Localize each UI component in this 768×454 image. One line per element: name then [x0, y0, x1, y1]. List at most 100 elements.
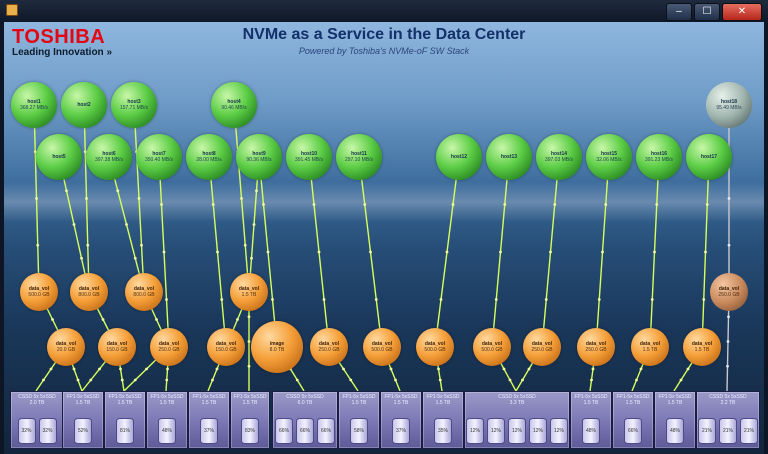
host-node[interactable]: host12: [436, 134, 482, 180]
link-dot: [727, 315, 730, 319]
host-node-label: host12: [450, 154, 468, 160]
link-dot: [166, 367, 169, 371]
link-dot: [80, 256, 83, 260]
storage-box-name: FP1-5x 5xSSD: [384, 394, 418, 400]
disk-cylinder-icon: 81%: [116, 418, 134, 444]
link-dot: [83, 150, 87, 154]
link-dot: [686, 367, 690, 371]
volume-node-sublabel: 250.0 GB: [318, 347, 340, 353]
disk-cylinder-icon: 12%: [508, 418, 526, 444]
link-dot: [503, 203, 507, 206]
storage-box-capacity: 1.5 TB: [393, 400, 409, 406]
link-dot: [705, 203, 709, 206]
maximize-button[interactable]: ☐: [694, 3, 720, 21]
link-dot: [591, 367, 595, 371]
host-node-sublabel: 391.45 MB/s: [294, 157, 324, 163]
link-dot: [252, 223, 256, 226]
volume-node-label: data_vol: [531, 341, 553, 347]
host-node-label: host8: [202, 151, 216, 157]
host-node-sublabel: 397.03 MB/s: [544, 157, 574, 163]
link-dot: [49, 367, 53, 371]
link-dot: [597, 298, 601, 301]
volume-node-label: data_vol: [318, 341, 340, 347]
brand-block: TOSHIBA Leading Innovation »: [12, 26, 112, 58]
close-button[interactable]: ✕: [722, 3, 762, 21]
host-node[interactable]: host5: [36, 134, 82, 180]
storage-box-name: CSSD 5x 5xSSD: [286, 394, 324, 400]
host-node[interactable]: host17: [686, 134, 732, 180]
link-dot: [445, 250, 449, 254]
link-dot: [247, 364, 251, 368]
link-dot: [295, 378, 299, 382]
disk-cylinder-icon: 52%: [74, 418, 92, 444]
link-dot: [726, 364, 729, 368]
host-node-label: host7: [152, 151, 166, 157]
host-node[interactable]: host2: [61, 82, 107, 128]
minimize-button[interactable]: –: [666, 3, 692, 21]
host-node-sublabel: 350.40 MB/s: [144, 157, 174, 163]
host-node-sublabel: 368.27 MB/s: [19, 105, 49, 111]
volume-node-label: data_vol: [718, 286, 740, 292]
storage-box-name: FP1-5x 5xSSD: [342, 394, 376, 400]
link-dot: [250, 256, 253, 260]
disk-cylinder-icon: 37%: [392, 418, 410, 444]
host-node-label: host16: [650, 151, 668, 157]
host-node[interactable]: host13: [486, 134, 532, 180]
host-node-label: host4: [227, 99, 241, 105]
link-dot: [211, 378, 214, 382]
host-node-sublabel: 297.10 MB/s: [344, 157, 374, 163]
